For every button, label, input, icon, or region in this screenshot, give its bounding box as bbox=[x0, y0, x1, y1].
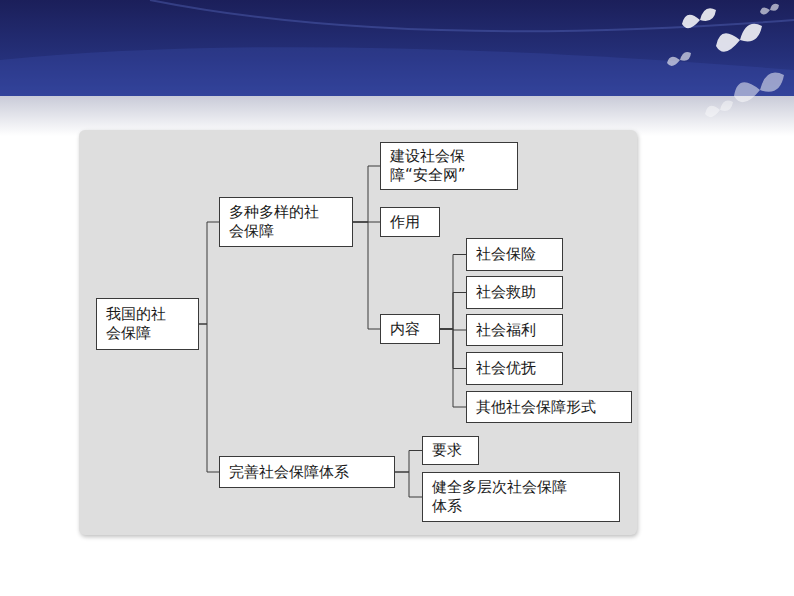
concept-box: 社会福利 bbox=[466, 314, 563, 346]
concept-box: 建设社会保障“安全网” bbox=[380, 142, 518, 190]
concept-box: 多种多样的社会保障 bbox=[219, 197, 353, 247]
tree-connector bbox=[353, 222, 380, 329]
concept-box: 其他社会保障形式 bbox=[466, 391, 632, 423]
box-label: 社会保险 bbox=[476, 245, 539, 264]
tree-connector bbox=[199, 222, 219, 324]
box-label: 健全多层次社会保障体系 bbox=[432, 478, 570, 516]
tree-connector bbox=[395, 472, 422, 497]
tree-connector bbox=[440, 293, 466, 330]
box-label: 完善社会保障体系 bbox=[229, 463, 352, 482]
box-label: 建设社会保障“安全网” bbox=[390, 147, 483, 185]
box-label: 社会救助 bbox=[476, 283, 539, 302]
tree-connector bbox=[395, 451, 422, 473]
concept-box: 完善社会保障体系 bbox=[219, 456, 395, 488]
concept-box: 社会保险 bbox=[466, 238, 563, 271]
box-label: 作用 bbox=[390, 213, 423, 232]
box-label: 要求 bbox=[432, 441, 465, 460]
tree-connector bbox=[440, 255, 466, 330]
concept-box: 健全多层次社会保障体系 bbox=[422, 472, 620, 522]
concept-box: 社会救助 bbox=[466, 276, 563, 309]
tree-connector bbox=[199, 324, 219, 472]
tree-connector bbox=[440, 329, 466, 407]
concept-box: 要求 bbox=[422, 436, 479, 465]
concept-box: 内容 bbox=[380, 314, 440, 344]
box-label: 社会优抚 bbox=[476, 359, 539, 378]
concept-box: 我国的社会保障 bbox=[96, 298, 199, 350]
box-label: 社会福利 bbox=[476, 321, 539, 340]
box-label: 内容 bbox=[390, 320, 423, 339]
box-label: 其他社会保障形式 bbox=[476, 398, 599, 417]
concept-box: 作用 bbox=[380, 207, 440, 237]
box-label: 我国的社会保障 bbox=[106, 305, 169, 343]
concept-box: 社会优抚 bbox=[466, 352, 563, 385]
box-label: 多种多样的社会保障 bbox=[229, 203, 322, 241]
tree-connector bbox=[353, 166, 380, 222]
